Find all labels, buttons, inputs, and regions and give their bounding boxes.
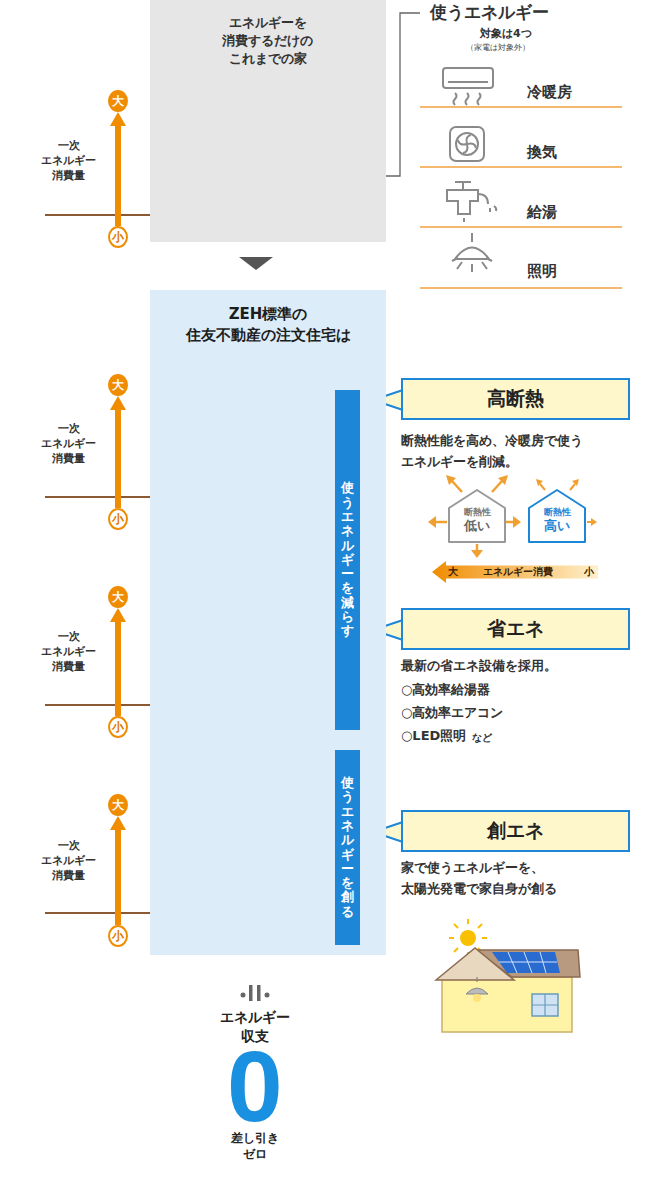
axis-arrow [110,396,126,508]
callout-box: 高断熱 [401,378,630,420]
bar-label: 小 [584,567,594,577]
node-text: ZEH標準の 住友不動産の注文住宅は [181,304,355,346]
balance-value: 0 [227,1036,283,1136]
axis-label: 一次 エネルギー 消費量 [38,630,100,675]
node-text: 小 [112,231,124,243]
house-low: 断熱性低い [447,488,507,544]
bar-label: エネルギー消費 [483,567,553,577]
body-text: 家で使うエネルギーを、 太陽光発電で家自身が創る [401,858,562,900]
callout-box: 創エネ [401,810,630,852]
axis-label: 一次 エネルギー 消費量 [38,422,100,467]
vertical-band: 使うエネルギーを創る [335,750,360,945]
faucet-icon [447,182,496,222]
heat-arrows [428,475,521,558]
axis-max: 大 [108,374,128,396]
panel: エネルギーを 消費するだけの これまでの家 [150,0,386,242]
axis-max: 大 [108,794,128,816]
axis-arrow [110,112,126,226]
axis-max: 大 [108,90,128,112]
axis-min: 小 [108,925,128,947]
node-text: エネルギーを 消費するだけの これまでの家 [219,14,318,69]
note: 対象は4つ [480,26,532,41]
axis-max: 大 [108,586,128,608]
balance-label: 差し引き ゼロ [227,1130,282,1162]
body-text: ○高効率給湯器 [401,680,490,701]
light-icon [452,233,492,272]
down-triangle [239,257,273,270]
section-heading: 使うエネルギー [430,1,549,24]
axis-min: 小 [108,716,128,738]
node-text: 大 [112,95,124,107]
axis-label: 一次 エネルギー 消費量 [38,839,100,884]
node-text: 断熱性 [527,507,587,518]
node-text: 小 [112,930,124,942]
balance-icon [241,985,270,1001]
consumption-bar [432,561,598,583]
item-label: 換気 [527,143,557,162]
node-subtext: 高い [527,518,587,534]
axis-min: 小 [108,508,128,530]
node-text: 大 [112,379,124,391]
body-text: ○高効率エアコン [401,703,503,724]
solar-house [436,948,580,1032]
note: など [472,731,492,745]
text-stack: 断熱性高い [527,507,587,534]
body-text: 断熱性能を高め、冷暖房で使う エネルギーを削減。 [401,431,588,473]
item-label: 給湯 [527,203,557,222]
body-text: 最新の省エネ設備を採用。 [401,656,557,677]
node-text: 使うエネルギーを創る [341,776,354,919]
bar-label: 大 [448,567,458,577]
node-text: 断熱性 [447,507,507,518]
node-text: 小 [112,513,124,525]
text-stack: 断熱性低い [447,507,507,534]
panel: ZEH標準の 住友不動産の注文住宅は使うエネルギーを減らす使うエネルギーを創る [150,290,386,955]
node-text: 省エネ [487,616,544,642]
node-text: 使うエネルギーを減らす [341,481,354,638]
node-text: 高断熱 [487,386,544,412]
note: （家電は対象外） [466,42,530,53]
item-rules [420,107,622,288]
axis-min: 小 [108,226,128,248]
item-label: 照明 [527,262,557,281]
node-text: 大 [112,591,124,603]
vertical-band: 使うエネルギーを減らす [335,390,360,730]
house-high: 断熱性高い [527,488,587,544]
axis-arrow [110,608,126,716]
axis-label: 一次 エネルギー 消費量 [38,139,100,184]
aircon-icon [443,68,493,105]
node-subtext: 低い [447,518,507,534]
body-text: ○LED照明 [401,726,466,747]
node-text: 小 [112,721,124,733]
fan-icon [450,127,484,161]
axis-arrow [110,816,126,925]
item-label: 冷暖房 [527,83,572,102]
node-text: 創エネ [487,818,544,844]
node-text: 大 [112,799,124,811]
callout-box: 省エネ [401,608,630,650]
